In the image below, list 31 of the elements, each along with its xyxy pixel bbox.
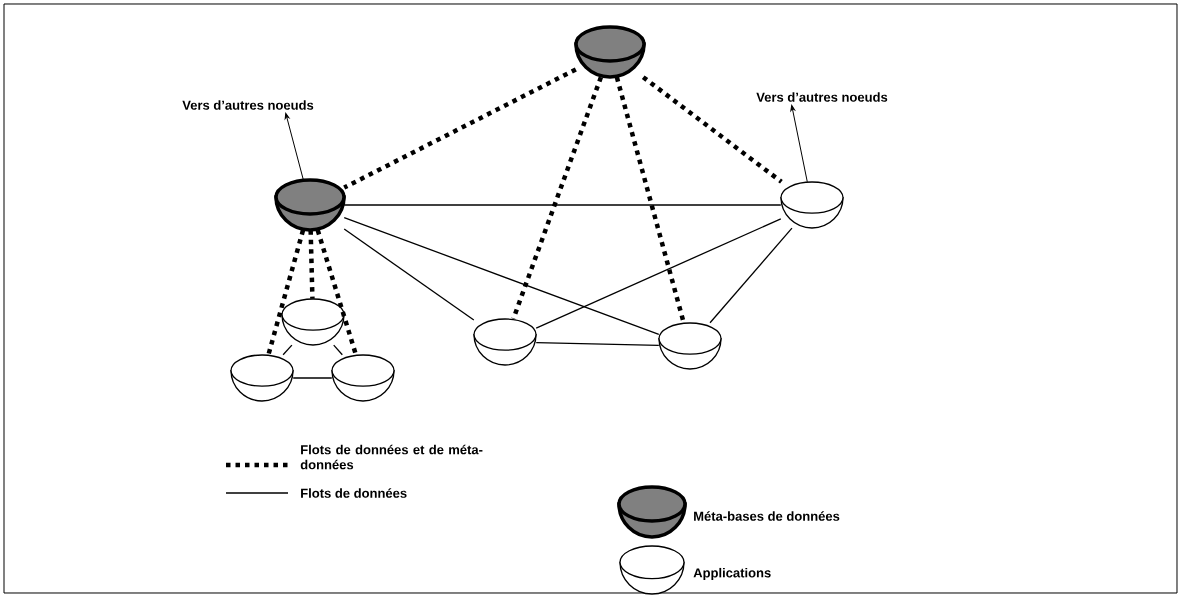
- arrow: [284, 112, 304, 181]
- application-bowl: [281, 298, 345, 346]
- dotted-line: [641, 75, 783, 184]
- line: [292, 377, 333, 379]
- legend-label: Applications: [693, 567, 771, 581]
- dotted-line: [315, 229, 359, 356]
- line: [343, 216, 660, 336]
- direction-label: Vers d’autres noeuds: [182, 100, 314, 110]
- dotted-line: [266, 229, 306, 356]
- direction-label: Vers d’autres noeuds: [756, 92, 888, 102]
- meta-base-bowl: [574, 25, 646, 79]
- application-bowl: [331, 354, 395, 402]
- arrow: [790, 104, 808, 183]
- line: [282, 344, 293, 356]
- line: [535, 342, 660, 346]
- dotted-line: [511, 76, 603, 320]
- legend-label: Flots de données et de méta-données: [300, 444, 483, 470]
- line: [333, 344, 343, 356]
- application-bowl: [780, 181, 844, 229]
- line: [535, 218, 782, 329]
- application-bowl: [473, 318, 537, 366]
- meta-base-bowl: [274, 178, 346, 232]
- dotted-line: [308, 230, 315, 299]
- dotted-line: [343, 67, 577, 190]
- line: [709, 227, 793, 324]
- line: [343, 204, 782, 206]
- line: [343, 228, 475, 321]
- application-bowl: [230, 354, 294, 402]
- application-bowl: [658, 322, 722, 370]
- legend-label: Flots de données: [301, 488, 407, 498]
- legend-label: Méta-bases de données: [694, 511, 840, 521]
